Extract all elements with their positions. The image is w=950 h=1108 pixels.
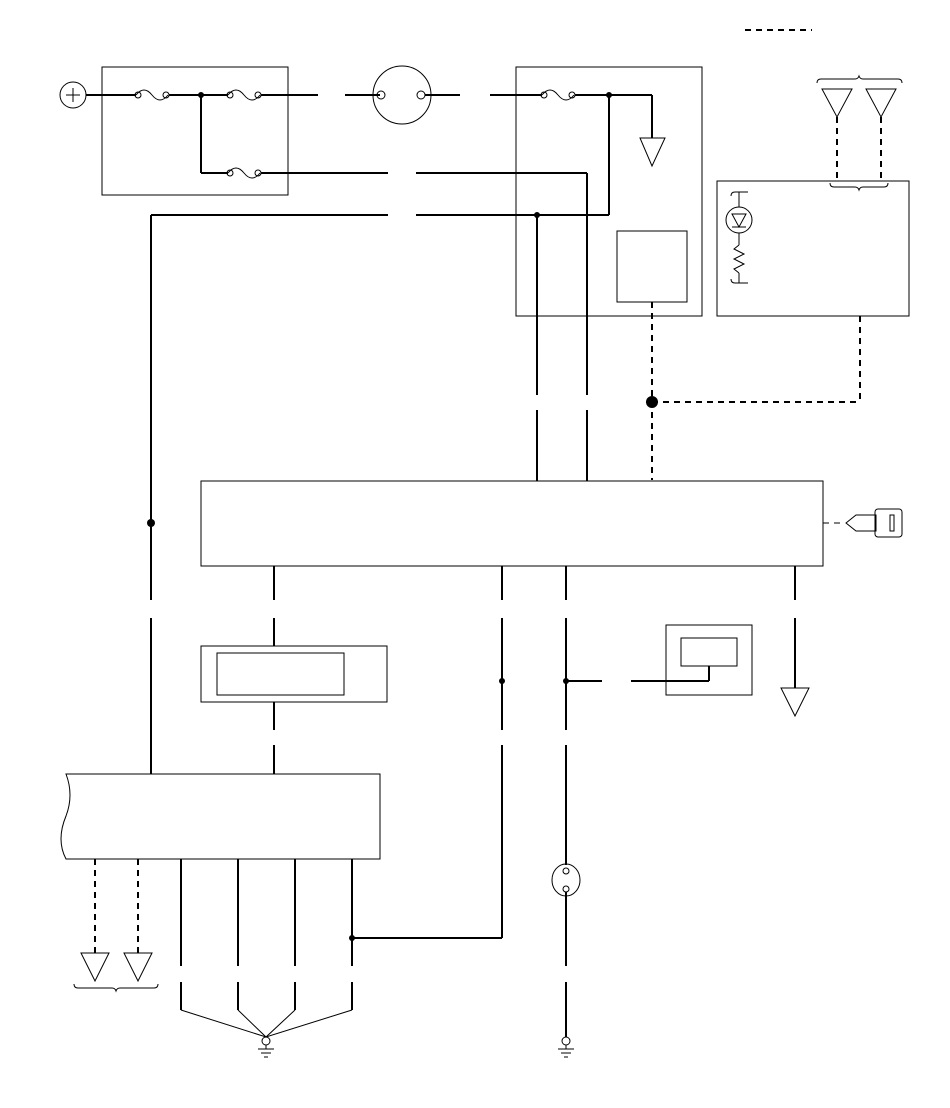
antenna-pair-top [816, 74, 903, 192]
inline-connector [551, 863, 581, 966]
junction-module [616, 230, 688, 303]
resistor-icon [730, 244, 748, 284]
key-icon [823, 508, 903, 538]
led-icon [725, 191, 753, 245]
harness-connector-bottom [60, 773, 381, 860]
ground-right [780, 687, 810, 718]
junction-box-wiring [490, 89, 666, 215]
relay-module [200, 645, 388, 703]
fuse-block-wiring [86, 89, 388, 179]
switch-module [665, 624, 753, 696]
battery-positive-icon [59, 81, 87, 109]
round-connector [345, 65, 460, 125]
fuse-block [101, 66, 289, 196]
antenna-pair-bottom [73, 952, 159, 993]
main-control-unit [200, 480, 824, 567]
indicator-module [716, 180, 910, 317]
chassis-ground-left-icon [258, 1036, 274, 1058]
junction-box [515, 66, 703, 317]
chassis-ground-right-icon [558, 1036, 574, 1058]
